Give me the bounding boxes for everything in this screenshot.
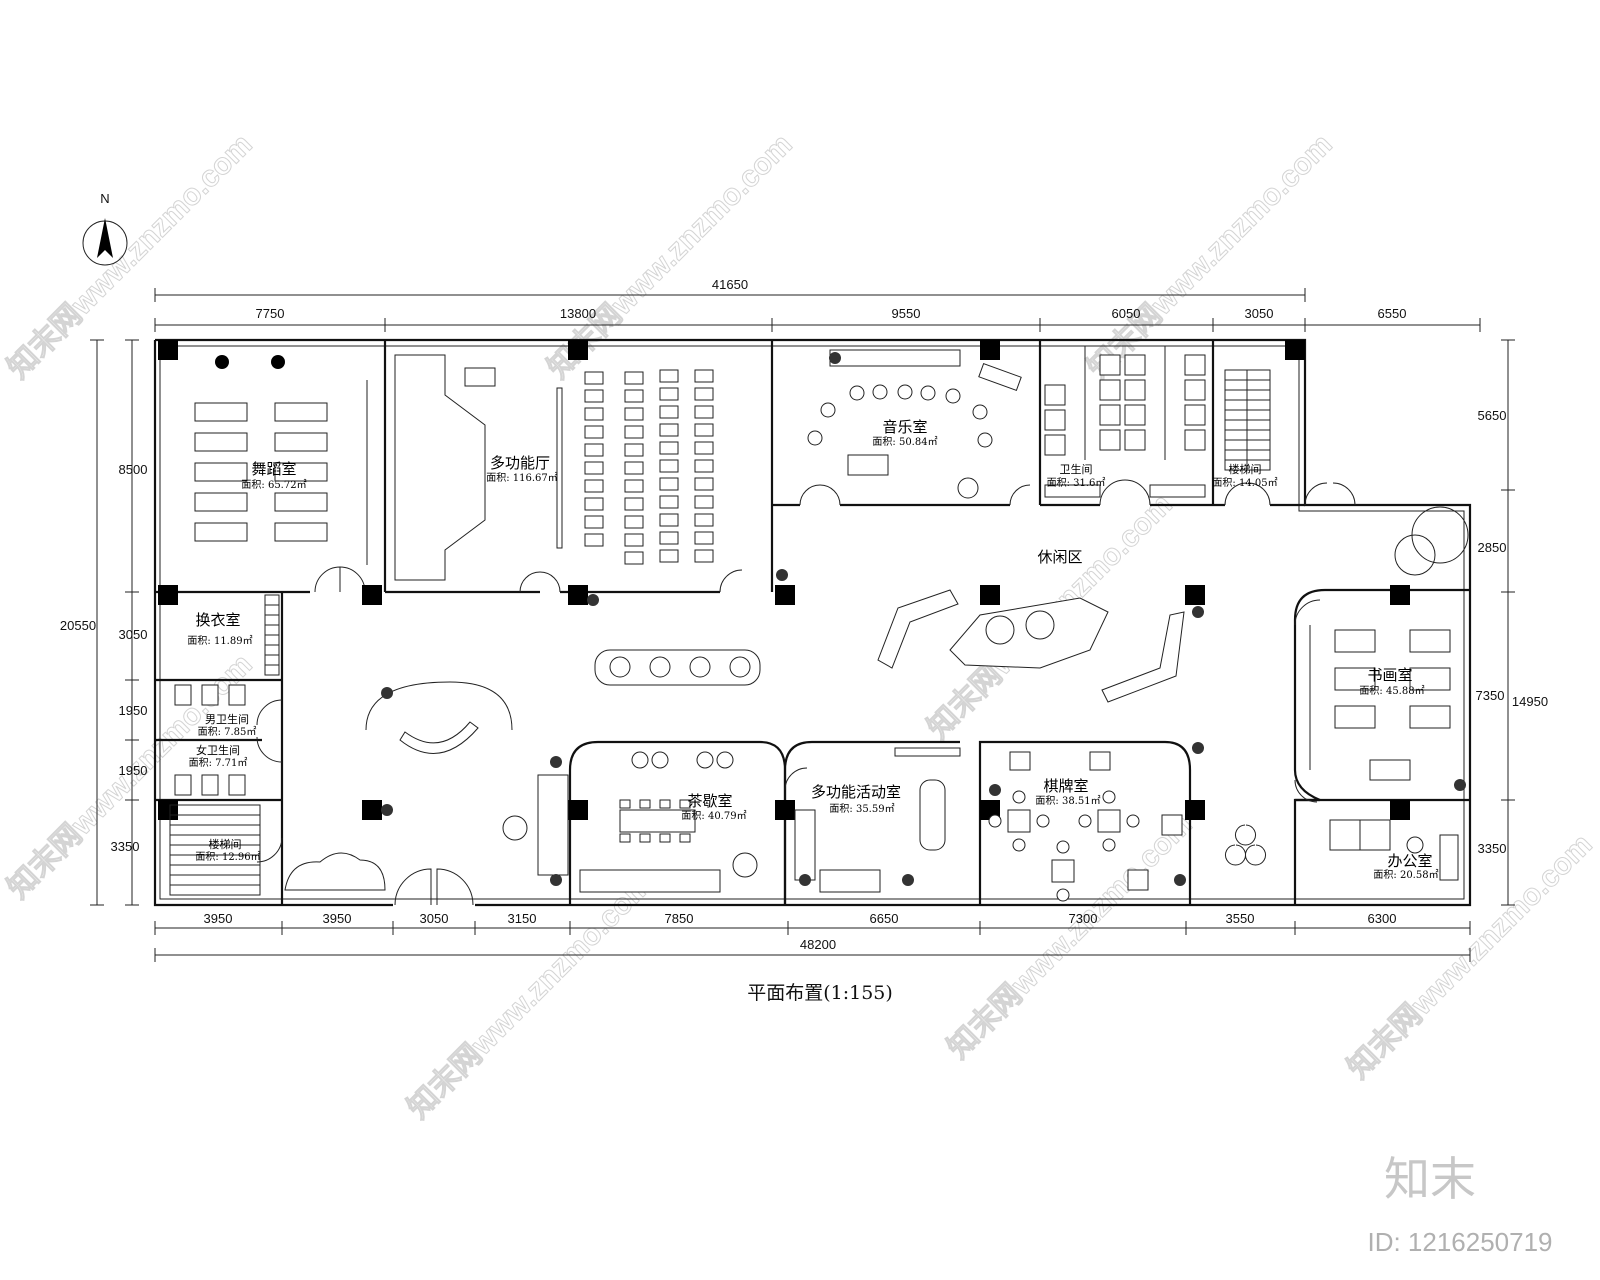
dim-right-total: 14950 <box>1512 694 1548 709</box>
lounge-furniture <box>365 506 1469 866</box>
calligraphy-desks <box>1309 625 1451 781</box>
dim-left: 3050 <box>119 627 148 642</box>
dim-left-total: 20550 <box>60 618 96 633</box>
dim-left: 1950 <box>119 763 148 778</box>
tea-room-furniture <box>502 751 734 893</box>
room-area: 面积: 35.59㎡ <box>829 803 894 815</box>
north-label: N <box>100 191 109 206</box>
room-labels: 舞蹈室 面积: 65.72㎡ 多功能厅 面积: 116.67㎡ 音乐室 面积: … <box>187 418 1438 881</box>
room-name: 楼梯间 <box>1229 462 1262 476</box>
room-name: 书画室 <box>1367 666 1412 684</box>
dim-right: 5650 <box>1478 408 1507 423</box>
room-area: 面积: 65.72㎡ <box>241 479 306 491</box>
room-area: 面积: 20.58㎡ <box>1373 869 1438 881</box>
doors <box>256 479 1356 863</box>
room-area: 面积: 38.51㎡ <box>1035 795 1100 807</box>
room-name: 棋牌室 <box>1043 777 1088 795</box>
dim-top: 6550 <box>1378 306 1407 321</box>
dim-top: 9550 <box>892 306 921 321</box>
activity-room-furniture <box>732 747 961 893</box>
room-name: 舞蹈室 <box>251 460 296 478</box>
dim-left: 1950 <box>119 703 148 718</box>
dim-bottom: 3950 <box>323 911 352 926</box>
room-area: 面积: 116.67㎡ <box>486 472 558 484</box>
dim-bottom-total: 48200 <box>800 937 836 952</box>
music-room-furniture <box>807 349 1022 499</box>
room-area: 面积: 7.71㎡ <box>189 757 248 769</box>
room-area: 面积: 7.85㎡ <box>198 726 257 738</box>
seat-columns <box>584 369 714 565</box>
room-area: 面积: 45.88㎡ <box>1359 685 1424 697</box>
dim-right: 3350 <box>1478 841 1507 856</box>
dance-mats <box>194 355 368 565</box>
dim-bottom: 7850 <box>665 911 694 926</box>
dim-bottom: 7300 <box>1069 911 1098 926</box>
dim-bottom: 3150 <box>508 911 537 926</box>
left-dimensions: 20550 8500 3050 1950 1950 3350 <box>60 339 148 906</box>
room-area: 面积: 11.89㎡ <box>187 635 252 647</box>
dim-bottom: 6300 <box>1368 911 1397 926</box>
room-area: 面积: 14.05㎡ <box>1212 477 1277 489</box>
room-name: 多功能活动室 <box>811 783 901 801</box>
room-name: 换衣室 <box>195 611 240 629</box>
room-name: 休闲区 <box>1037 548 1082 566</box>
top-dimensions: 41650 7750 13800 9550 6050 3050 6550 <box>154 277 1481 332</box>
dim-top: 7750 <box>256 306 285 321</box>
dim-bottom: 3950 <box>204 911 233 926</box>
dim-right: 2850 <box>1478 540 1507 555</box>
room-name: 楼梯间 <box>209 837 242 851</box>
image-id: ID: 1216250719 <box>1367 1227 1552 1257</box>
room-area: 面积: 31.6㎡ <box>1047 477 1106 489</box>
stair-top <box>1224 369 1271 471</box>
room-area: 面积: 50.84㎡ <box>872 436 937 448</box>
watermark-layer: 知末网www.znzmo.com 知末网www.znzmo.com 知末网www… <box>1 127 1599 1125</box>
room-name: 办公室 <box>1387 852 1432 870</box>
dim-bottom: 3050 <box>420 911 449 926</box>
dim-top: 3050 <box>1245 306 1274 321</box>
room-name: 茶歇室 <box>687 792 732 810</box>
room-name: 男卫生间 <box>205 712 249 726</box>
auditorium-seating <box>394 354 563 581</box>
dim-top: 13800 <box>560 306 596 321</box>
room-name: 卫生间 <box>1060 462 1093 476</box>
dim-right: 7350 <box>1476 688 1505 703</box>
toilet-stalls <box>1044 346 1206 498</box>
room-name: 音乐室 <box>882 418 927 436</box>
north-arrow-icon: N <box>82 191 128 266</box>
dim-bottom: 3550 <box>1226 911 1255 926</box>
dim-left: 3350 <box>111 839 140 854</box>
plant-icon <box>381 352 1466 886</box>
changing-wc-furniture <box>169 594 386 896</box>
dim-top-total: 41650 <box>712 277 748 292</box>
room-name: 多功能厅 <box>490 454 550 472</box>
office-desks <box>1329 819 1459 881</box>
dim-left: 8500 <box>119 462 148 477</box>
bottom-dimensions: 3950 3950 3050 3150 7850 6650 7300 3550 … <box>154 911 1471 962</box>
room-area: 面积: 12.96㎡ <box>195 851 260 863</box>
dim-bottom: 6650 <box>870 911 899 926</box>
plan-title: 平面布置(1:155) <box>747 982 893 1004</box>
room-name: 女卫生间 <box>196 743 240 757</box>
right-dimensions: 5650 2850 7350 3350 14950 <box>1476 339 1548 906</box>
chess-room-furniture <box>988 751 1183 902</box>
dim-top: 6050 <box>1112 306 1141 321</box>
room-area: 面积: 40.79㎡ <box>681 810 746 822</box>
brand-logo: 知末 <box>1384 1152 1476 1206</box>
